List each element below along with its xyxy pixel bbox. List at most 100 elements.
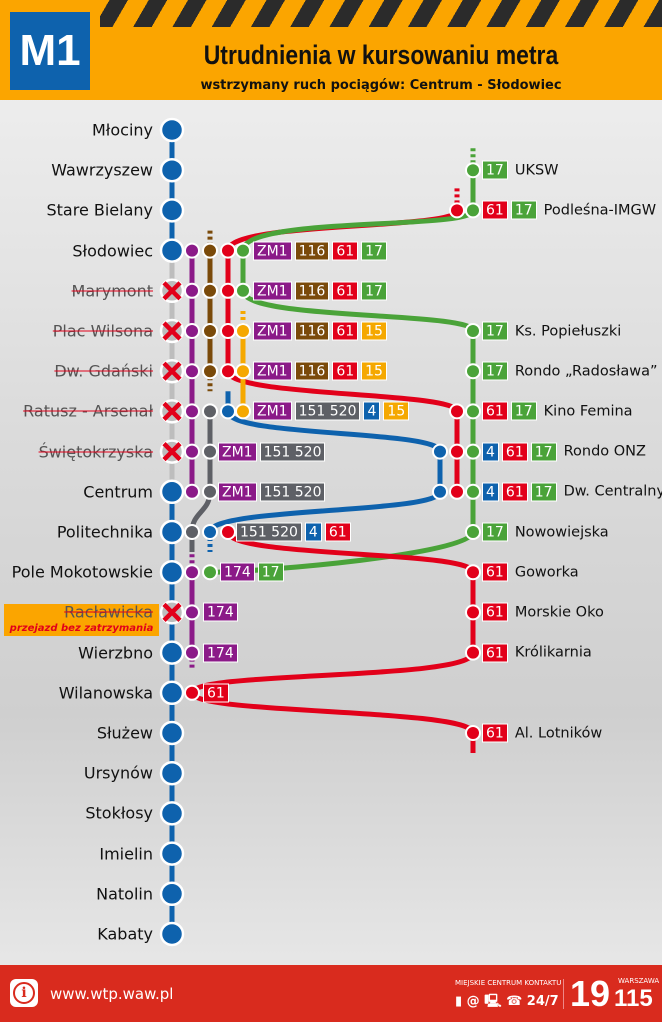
route-badge: 61 xyxy=(332,281,359,301)
route-badge: 17 xyxy=(482,160,508,180)
station-label: Kabaty xyxy=(97,924,153,944)
footer: i www.wtp.waw.pl MIEJSKIE CENTRUM KONTAK… xyxy=(0,965,662,1022)
stop-dot xyxy=(432,443,448,460)
stop-dot xyxy=(465,323,481,339)
phone-number-prefix: 19 xyxy=(570,973,611,1014)
stop-label: Rondo „Radosława” xyxy=(514,363,658,380)
route-badge: 116 xyxy=(294,361,330,381)
station-label: Centrum xyxy=(83,482,153,502)
stop-dot xyxy=(465,644,481,661)
metro-station-dot xyxy=(159,238,185,263)
station-label: Ratusz - Arsenał xyxy=(23,401,153,421)
metro-station-dot xyxy=(159,519,185,545)
route-badge: ZM1 xyxy=(253,281,292,301)
route-badge: 151 520 xyxy=(259,442,326,462)
page-title: Utrudnienia w kursowaniu metra xyxy=(203,40,559,70)
stop-dot xyxy=(220,242,236,259)
closed-x-icon xyxy=(162,321,182,341)
route-badge: 17 xyxy=(510,401,537,421)
stop-dot xyxy=(184,483,200,500)
stop-dot xyxy=(465,524,481,540)
route-badge: 15 xyxy=(361,361,387,381)
stop-dot xyxy=(202,483,218,500)
stop-dot xyxy=(465,564,481,581)
stop-dot xyxy=(432,483,448,500)
stop-dot xyxy=(184,282,200,299)
stop-label: Morskie Oko xyxy=(514,604,604,621)
metro-station-dot xyxy=(159,640,185,665)
route-4-line xyxy=(207,490,443,534)
stop-dot xyxy=(184,242,200,259)
route-badge: 61 xyxy=(501,482,528,502)
website-link[interactable]: www.wtp.waw.pl xyxy=(50,985,174,1003)
closed-x-icon xyxy=(162,602,182,622)
station-label: Imielin xyxy=(99,844,153,864)
stop-dot xyxy=(184,363,200,380)
station-label: Marymont xyxy=(71,281,153,301)
closed-x-icon xyxy=(162,442,182,462)
route-badge: 17 xyxy=(510,200,537,220)
route-badge: 17 xyxy=(530,442,557,462)
route-badge: 17 xyxy=(482,321,508,341)
metro-station-dot xyxy=(159,921,185,947)
route-badge: 151 520 xyxy=(236,522,302,542)
station-label: Słodowiec xyxy=(72,241,153,261)
metro-station-dot xyxy=(159,881,185,907)
phone-number-suffix: 115 xyxy=(614,985,653,1012)
stop-label: Kino Femina xyxy=(543,403,633,420)
warning-stripes xyxy=(100,0,662,27)
metro-station-dot xyxy=(159,841,185,866)
stop-dot xyxy=(184,644,200,661)
route-badge: 4 xyxy=(482,442,499,462)
station-label: Świętokrzyska xyxy=(38,442,153,462)
stop-label: Ks. Popiełuszki xyxy=(514,323,622,339)
route-badge: 17 xyxy=(361,241,387,261)
stop-dot xyxy=(220,524,236,540)
stop-dot xyxy=(465,725,481,741)
stop-dot xyxy=(465,363,481,380)
racławicka-note: przejazd bez zatrzymania xyxy=(4,604,159,636)
stop-label: Królikarnia xyxy=(514,644,592,661)
route-badge: ZM1 xyxy=(218,442,257,462)
stop-dot xyxy=(220,363,236,380)
route-badge: ZM1 xyxy=(253,361,292,381)
station-label: Politechnika xyxy=(56,522,153,542)
stop-dot xyxy=(449,443,465,460)
route-badge: 174 xyxy=(203,643,238,663)
station-label: Wilanowska xyxy=(58,683,153,703)
route-badge: 151 520 xyxy=(294,401,361,421)
route-17-line xyxy=(240,170,476,252)
station-label: Dw. Gdański xyxy=(54,361,153,381)
station-label: Służew xyxy=(96,723,153,743)
stop-dot xyxy=(202,403,218,420)
route-badge: 174 xyxy=(203,602,238,622)
route-badge: 61 xyxy=(203,683,229,703)
stop-dot xyxy=(184,323,200,339)
stop-label: Goworka xyxy=(514,564,579,581)
route-badge: 61 xyxy=(332,241,359,261)
closed-x-icon xyxy=(162,361,182,381)
route-badge: 151 520 xyxy=(259,482,326,502)
stop-dot xyxy=(465,202,481,219)
stop-dot xyxy=(235,403,251,420)
note-text: przejazd bez zatrzymania xyxy=(9,623,154,634)
city-label: WARSZAWA xyxy=(618,977,660,985)
metro-station-dot xyxy=(159,117,185,143)
stop-dot xyxy=(184,524,200,540)
stop-dot xyxy=(184,604,200,621)
stop-label: Rondo ONZ xyxy=(563,443,646,460)
station-label: Wawrzyszew xyxy=(51,160,153,180)
route-badge: 17 xyxy=(361,281,387,301)
metro-station-dot xyxy=(159,157,185,183)
